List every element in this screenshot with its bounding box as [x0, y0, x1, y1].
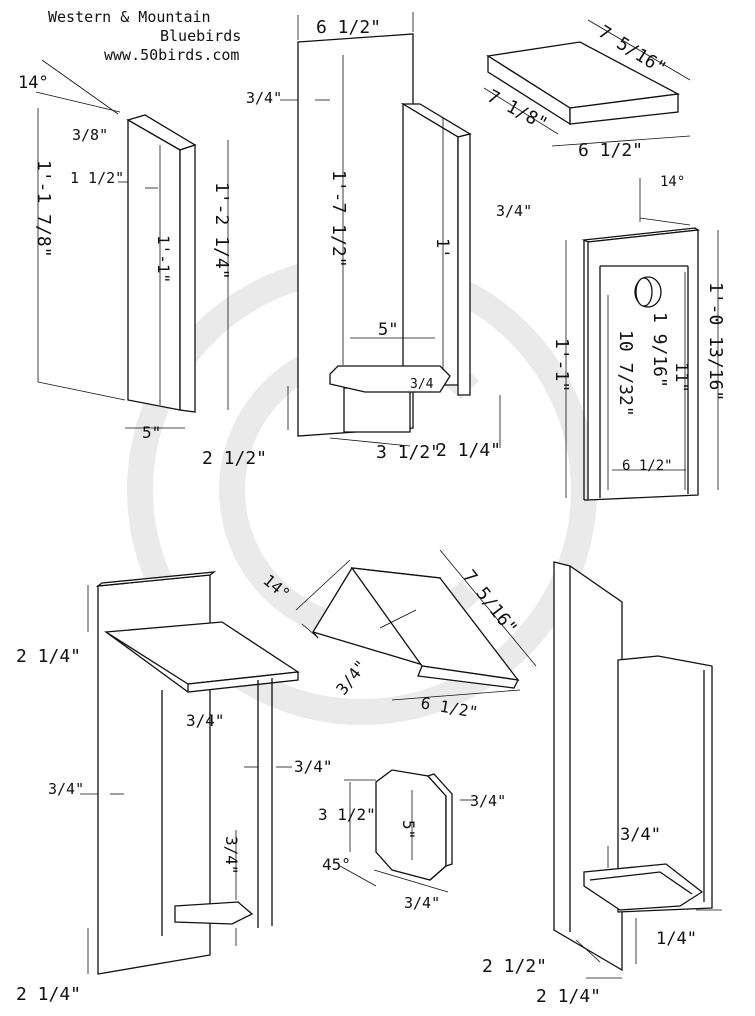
- assembly-left-top-label: 2 1/4": [16, 646, 81, 667]
- roof-flat-view: 7 5/16" 7 1/8" 6 1/2": [484, 19, 691, 161]
- assembly-left-view: 2 1/4" 3/4" 3/4" 3/4" 3/4" 2 1/4": [16, 571, 333, 1005]
- back-thickness-label: 3/4": [246, 89, 282, 107]
- back-top-width-label: 6 1/2": [316, 17, 381, 38]
- side-panel-angle-label: 14°: [18, 73, 49, 93]
- front-hole-to-bottom-label: 10 7/32": [615, 330, 636, 417]
- side-panel-width-label: 5": [142, 423, 161, 442]
- assembly-left-roof-thickness-label: 3/4": [186, 711, 225, 730]
- front-inner-height-label: 11": [671, 362, 691, 393]
- side-panel-view: 14° 3/8" 1 1/2" 1'-1 7/8" 1'-1" 1'-2 1/4…: [18, 59, 232, 442]
- back-side-height-label: 1': [432, 238, 452, 258]
- assembly-left-wall-thickness-label: 3/4": [48, 780, 84, 798]
- back-floor-width-label: 5": [378, 320, 398, 340]
- floor-piece-height-label: 3 1/2": [318, 805, 376, 824]
- back-and-floor-view: 6 1/2" 3/4" 1'-7 1/2" 3/4" 1' 5" 3/4 2 1…: [202, 12, 532, 469]
- roof-flat-width-label: 6 1/2": [578, 140, 643, 161]
- header-url: www.50birds.com: [104, 46, 239, 64]
- assembly-right-bottom-left-label: 2 1/2": [482, 956, 547, 977]
- floor-piece-thickness-label: 3/4": [470, 792, 506, 810]
- floor-piece-bottom-label: 3/4": [404, 894, 440, 912]
- front-hole-diameter-label: 1 9/16": [649, 312, 670, 388]
- assembly-right-bottom-label: 2 1/4": [536, 986, 601, 1007]
- side-panel-back-height-label: 1'-2 1/4": [211, 182, 232, 280]
- assembly-right-view: 3/4" 2 1/2" 1/4" 2 1/4": [482, 561, 722, 1007]
- side-panel-bevel-label: 3/8": [72, 126, 108, 144]
- assembly-left-floor-thickness-label: 3/4": [222, 836, 241, 875]
- back-floor-depth-label: 3 1/2": [376, 442, 441, 463]
- front-right-height-label: 1'-0 13/16": [705, 282, 726, 401]
- front-angle-label: 14°: [660, 174, 685, 190]
- back-bottom-left-label: 2 1/2": [202, 448, 267, 469]
- floor-piece-width-label: 5": [399, 820, 418, 839]
- header-title: Western & Mountain: [48, 8, 211, 26]
- assembly-left-bottom-label: 2 1/4": [16, 984, 81, 1005]
- back-bottom-right-label: 2 1/4": [436, 440, 501, 461]
- header: Western & Mountain Bluebirds www.50birds…: [48, 8, 241, 64]
- assembly-left-side-thickness-label: 3/4": [294, 757, 333, 776]
- roof-angled-thickness-label: 3/4": [332, 656, 371, 698]
- assembly-right-floor-thickness-label: 3/4": [620, 825, 661, 845]
- front-width-label: 6 1/2": [622, 458, 673, 474]
- back-side-thickness-label: 3/4": [496, 202, 532, 220]
- assembly-right-bottom-right-label: 1/4": [656, 929, 697, 949]
- side-panel-offset-label: 1 1/2": [70, 169, 124, 187]
- floor-piece-angle-label: 45°: [322, 855, 351, 874]
- back-floor-label: 3/4: [410, 377, 434, 392]
- side-panel-front-height-label: 1'-1 7/8": [33, 160, 54, 258]
- floor-piece-view: 3 1/2" 5" 3/4" 45° 3/4": [318, 769, 506, 912]
- back-height-label: 1'-7 1/2": [328, 170, 349, 268]
- front-panel-view: 14° 1'-1" 1 9/16" 10 7/32" 11" 1'-0 13/1…: [551, 174, 726, 501]
- side-panel-inner-height-label: 1'-1": [154, 235, 173, 283]
- header-subtitle: Bluebirds: [160, 27, 241, 45]
- front-left-height-label: 1'-1": [551, 338, 572, 392]
